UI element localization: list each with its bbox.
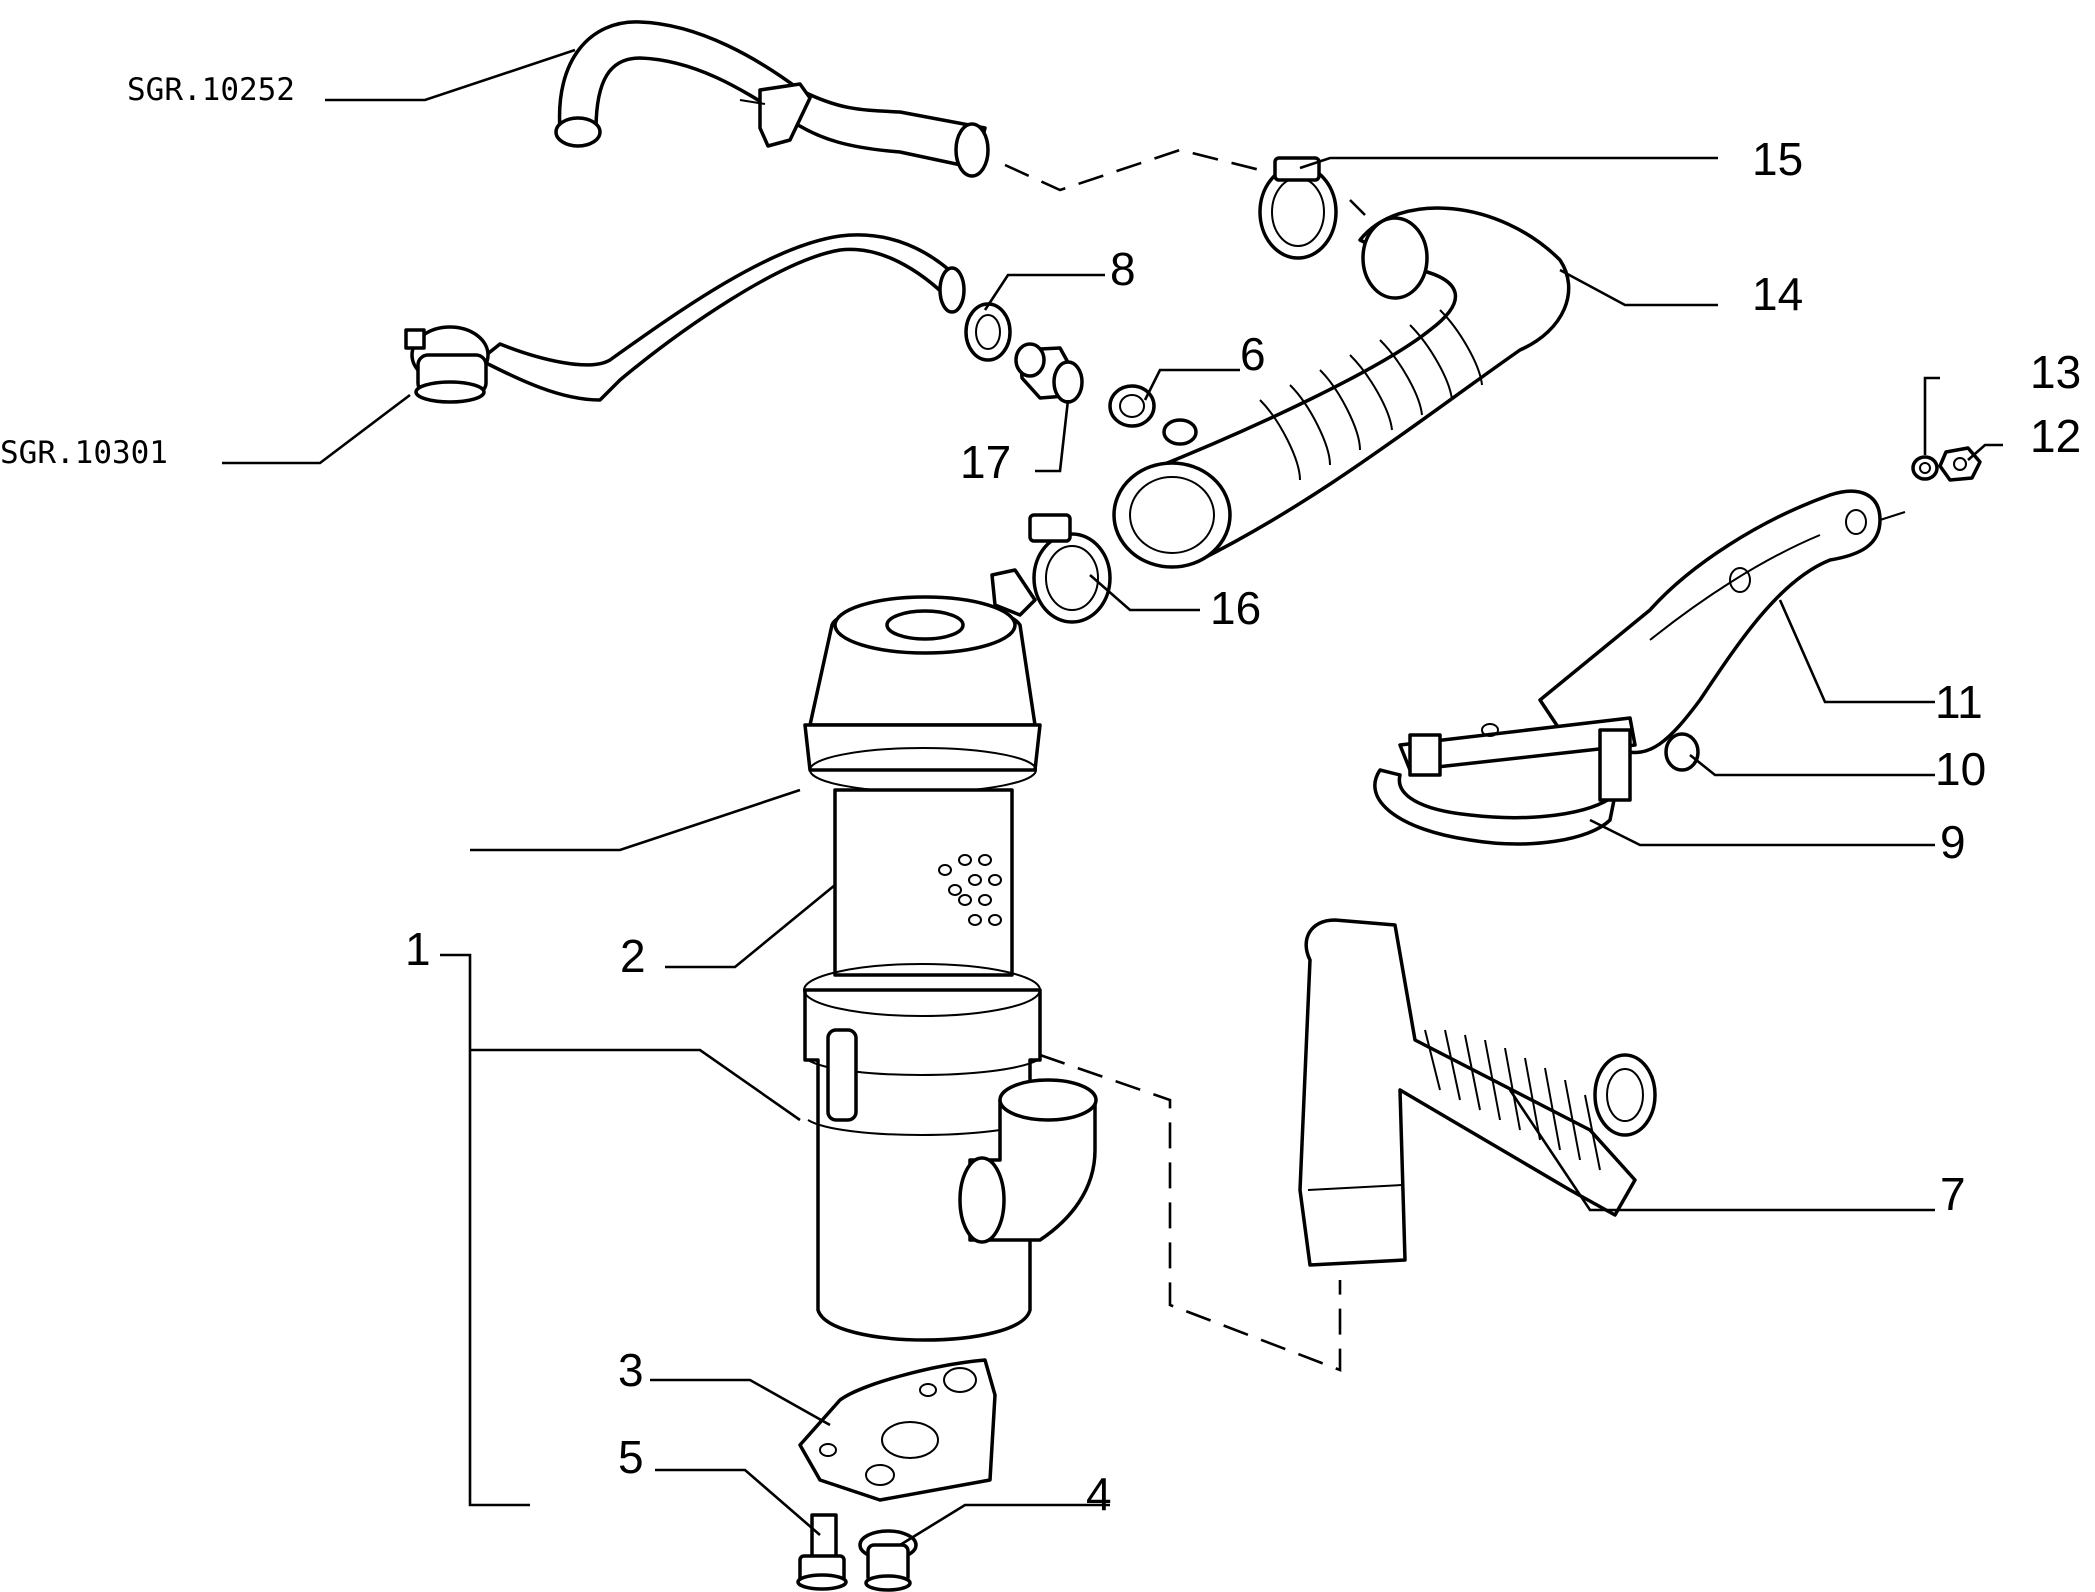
reference-sgr-10252: SGR.10252 xyxy=(127,72,295,108)
assembly-lines xyxy=(1004,148,1366,1372)
part-label-9: 9 xyxy=(1940,816,1966,868)
hose-sgr-10301 xyxy=(404,233,966,404)
air-filter-assembly-1 xyxy=(803,568,1098,1342)
part-label-8: 8 xyxy=(1110,243,1136,295)
part-label-7: 7 xyxy=(1940,1168,1966,1220)
connector-17 xyxy=(1014,342,1084,404)
intake-duct-14 xyxy=(1112,206,1571,569)
clamp-16 xyxy=(1028,513,1112,624)
part-label-10: 10 xyxy=(1935,743,1986,795)
hose-sgr-10252 xyxy=(554,20,990,178)
part-label-4: 4 xyxy=(1086,1468,1112,1520)
part-label-2: 2 xyxy=(620,930,646,982)
part-label-1: 1 xyxy=(405,923,431,975)
part-label-6: 6 xyxy=(1240,328,1266,380)
part-label-17: 17 xyxy=(960,436,1011,488)
grommet-4 xyxy=(858,1529,918,1592)
bracket-11 xyxy=(1538,489,1906,755)
clamp-15 xyxy=(1258,156,1338,260)
leader-lines xyxy=(222,48,2003,1547)
part-label-12: 12 xyxy=(2030,410,2081,462)
strap-9 xyxy=(1373,716,1637,846)
bushing-10 xyxy=(1664,732,1700,772)
gasket-3 xyxy=(798,1358,997,1502)
nut-12 xyxy=(1938,446,1982,482)
clamp-6 xyxy=(1108,384,1156,428)
reference-sgr-10301: SGR.10301 xyxy=(0,435,168,471)
washer-13 xyxy=(1911,455,1939,481)
part-label-14: 14 xyxy=(1752,268,1803,320)
screw-5 xyxy=(796,1513,848,1591)
clamp-8 xyxy=(964,302,1012,362)
part-label-13: 13 xyxy=(2030,346,2081,398)
part-label-15: 15 xyxy=(1752,133,1803,185)
pipe-7 xyxy=(1298,918,1657,1267)
part-label-11: 11 xyxy=(1935,676,1983,728)
part-label-16: 16 xyxy=(1210,582,1261,634)
part-label-5: 5 xyxy=(618,1431,644,1483)
part-label-3: 3 xyxy=(618,1344,644,1396)
